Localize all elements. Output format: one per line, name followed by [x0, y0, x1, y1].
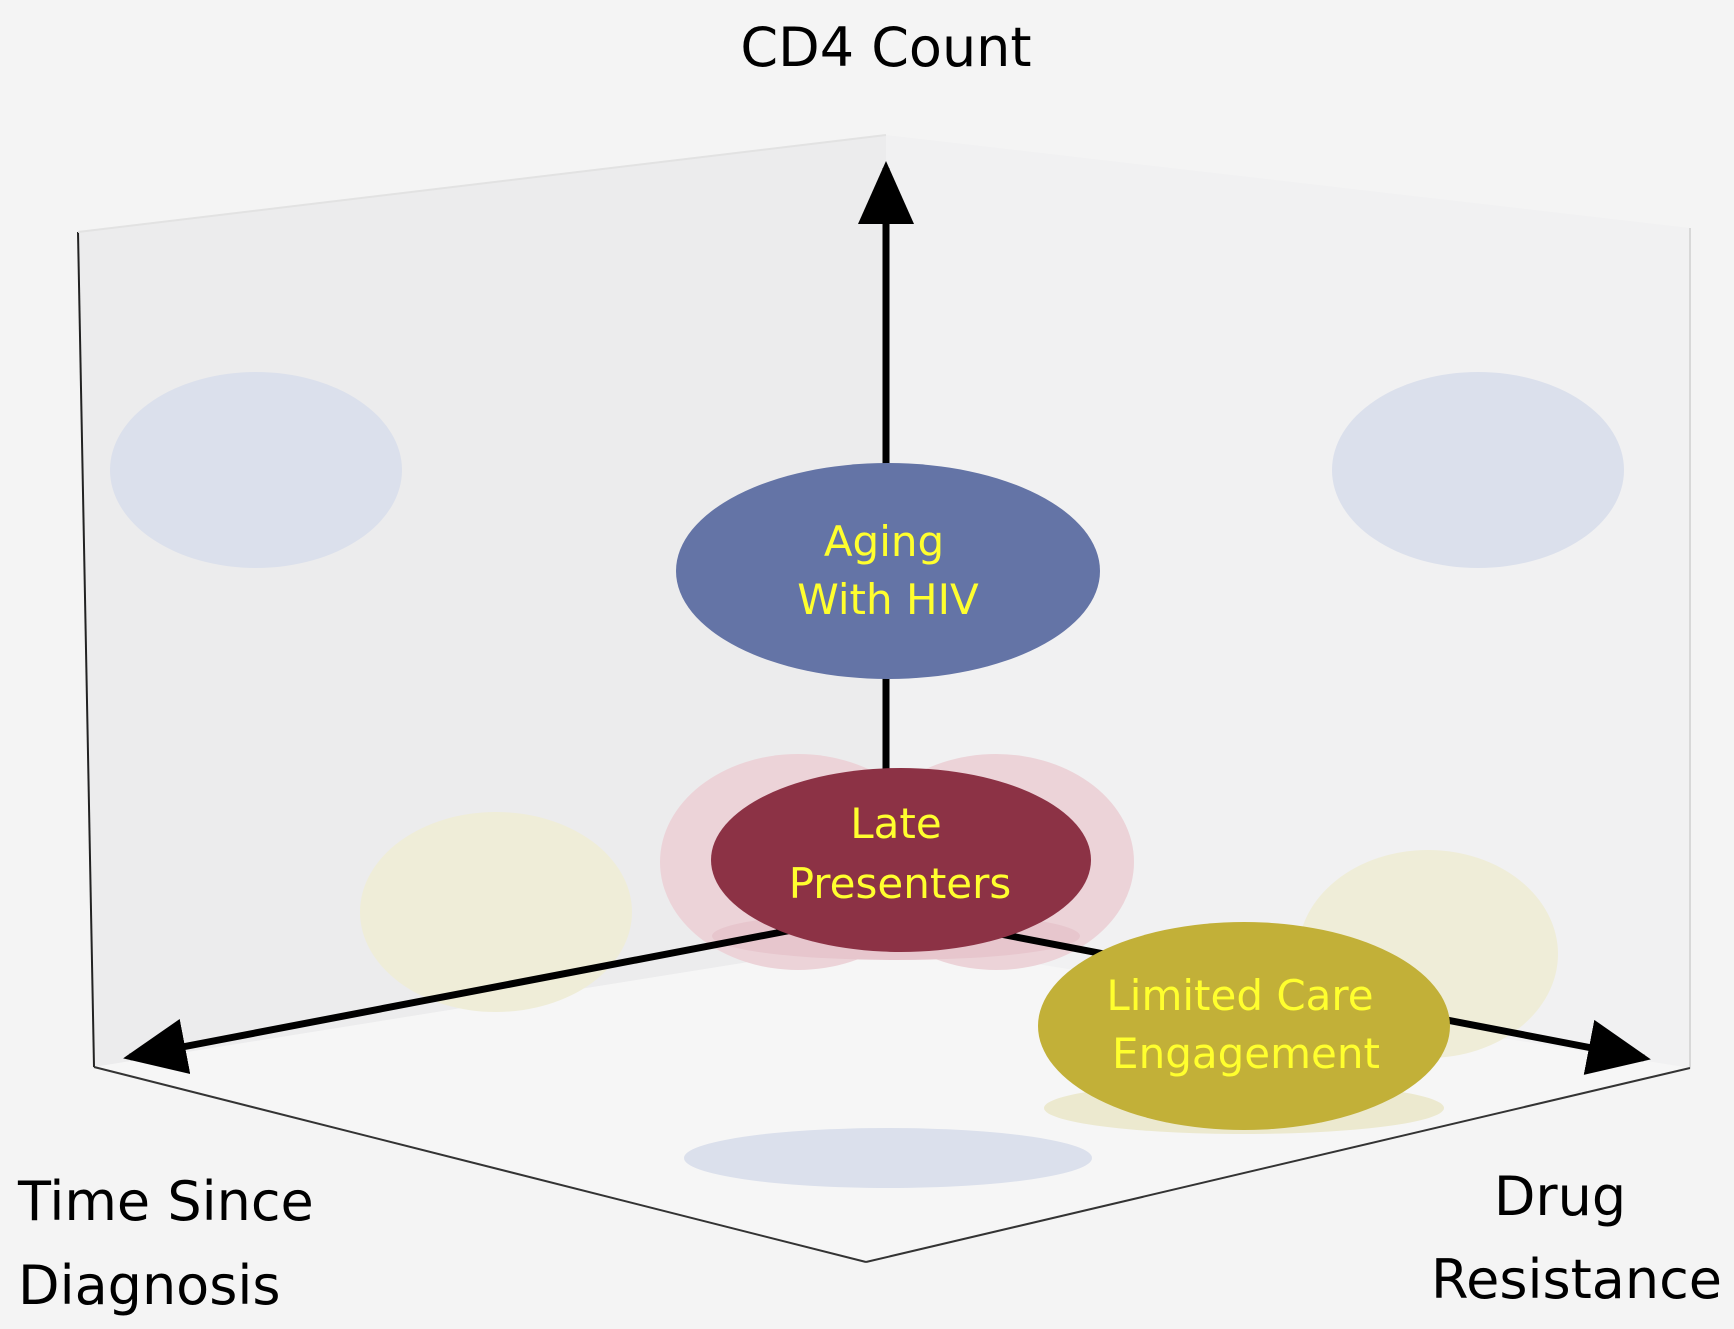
time-axis: [123, 908, 887, 1074]
aging-label-line2: With HIV: [797, 575, 979, 624]
aging-label-line1: Aging: [824, 517, 944, 566]
aging-shadow-floor: [684, 1128, 1092, 1188]
limited-care-bubble: [1038, 922, 1450, 1130]
left-wall-edge: [77, 231, 95, 1068]
floor-right-edge: [865, 1067, 1691, 1263]
resistance-axis-title-line1: Drug: [1494, 1165, 1626, 1228]
left-wall-top-edge: [77, 134, 887, 233]
aging-bubble: [676, 463, 1100, 679]
time-axis-title-line2: Diagnosis: [18, 1254, 281, 1317]
aging-shadow-right-wall: [1332, 372, 1624, 568]
late-presenters-bubble: [711, 768, 1091, 952]
limited-label-line2: Engagement: [1112, 1029, 1380, 1078]
late-label-line1: Late: [850, 799, 941, 848]
cd4-axis-title: CD4 Count: [740, 16, 1031, 79]
resistance-axis-title-line2: Resistance: [1431, 1248, 1722, 1311]
aging-shadow-left-wall: [110, 372, 402, 568]
late-label-line2: Presenters: [789, 859, 1012, 908]
floor-left-edge: [93, 1066, 867, 1263]
time-axis-title-line1: Time Since: [17, 1170, 314, 1233]
limited-shadow-left-wall: [360, 812, 632, 1012]
limited-label-line1: Limited Care: [1106, 971, 1373, 1020]
